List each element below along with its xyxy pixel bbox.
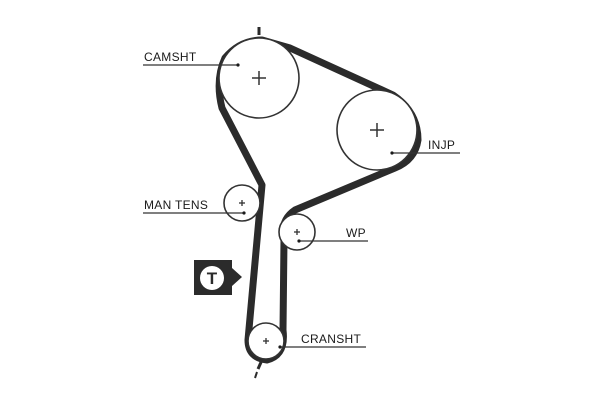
injection-pump-label: INJP <box>428 138 455 152</box>
crankshaft-timing-mark <box>254 359 264 379</box>
tensioner-marker-circle <box>200 266 224 290</box>
tensioner-marker: T <box>194 260 242 295</box>
crankshaft-pulley <box>247 322 285 360</box>
injection-pump-pulley <box>336 89 418 171</box>
camshaft-label: CAMSHT <box>144 50 197 64</box>
leader-dots <box>236 63 394 349</box>
manual-tensioner-label: MAN TENS <box>144 198 208 212</box>
camshaft-pulley <box>218 37 300 119</box>
tensioner-marker-label: T <box>207 269 218 288</box>
crankshaft-label: CRANSHT <box>301 332 361 346</box>
water-pump-label: WP <box>346 226 366 240</box>
water-pump-pulley <box>278 213 316 251</box>
manual-tensioner-pulley <box>223 184 261 222</box>
label-leaders <box>143 64 460 348</box>
